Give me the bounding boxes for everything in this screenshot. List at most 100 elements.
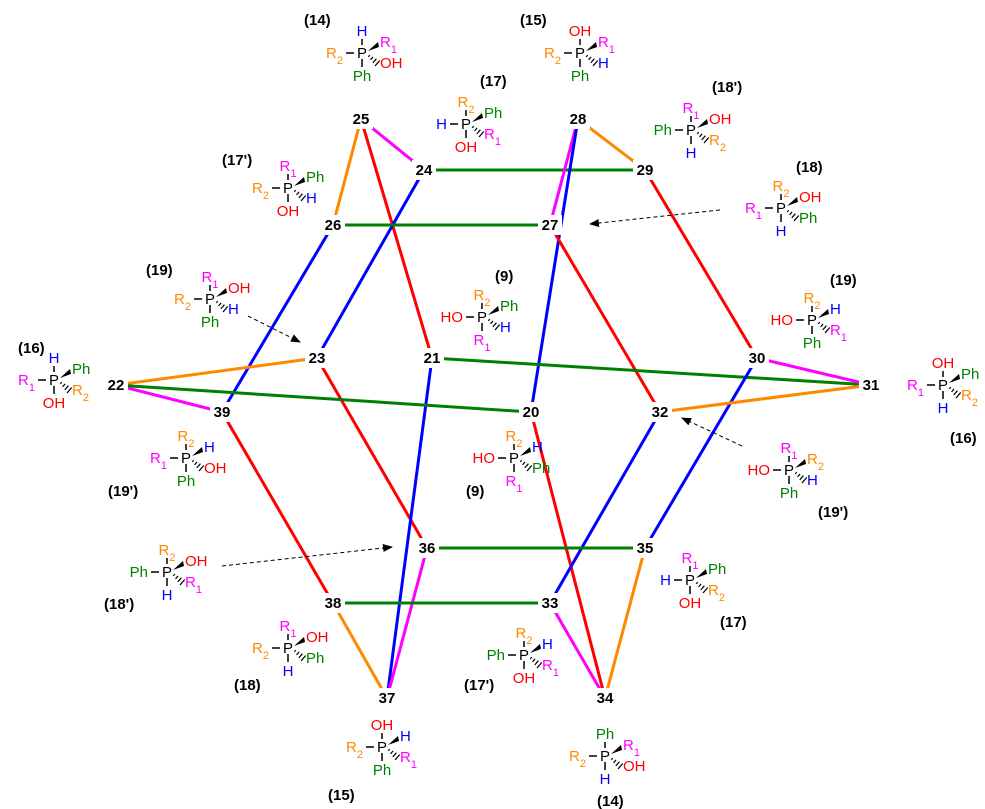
substituent-r1: R1 [683, 100, 700, 122]
substituent-text: R [326, 45, 337, 62]
substituent-oh: OH [623, 758, 646, 775]
edge-28-27 [548, 117, 580, 227]
dashed-arrow-to-36 [221, 544, 393, 567]
substituent-r2: R2 [346, 739, 363, 761]
hash-bond-stroke [702, 587, 709, 594]
node-label: 39 [214, 404, 231, 421]
substituent-text: R [807, 451, 818, 468]
substituent-subscript: 2 [83, 392, 89, 404]
hash-bond-stroke [487, 318, 491, 322]
substituent-text: R [174, 291, 185, 308]
node-39: 39 [210, 402, 234, 422]
substituent-ph: Ph [373, 762, 391, 779]
node-35: 35 [633, 538, 657, 558]
substituent-oh: OH [277, 203, 300, 220]
substituent-text: R [745, 200, 756, 217]
substituent-subscript: 2 [516, 438, 522, 450]
substituent-subscript: 2 [169, 552, 175, 564]
node-label: 28 [570, 111, 587, 128]
substituent-subscript: 1 [692, 560, 698, 572]
substituent-h: H [938, 400, 949, 417]
substituent-subscript: 1 [791, 450, 797, 462]
edge-29-30 [643, 168, 759, 360]
substituent-ph: Ph [803, 335, 821, 352]
edge-20-34 [529, 410, 607, 700]
substituent-r1: R1 [150, 450, 167, 472]
substituent-r2: R2 [252, 180, 269, 202]
edge-33-34 [548, 601, 607, 700]
hash-bond-stroke [296, 191, 300, 196]
substituent-r2: R2 [326, 45, 343, 67]
node-29: 29 [633, 160, 657, 180]
substituent-r2: R2 [709, 132, 726, 154]
hash-bond-stroke [820, 323, 824, 328]
wedge-bond [949, 374, 960, 383]
substituent-r1: R1 [484, 126, 501, 148]
edge-39-38 [220, 410, 335, 605]
substituent-subscript: 1 [290, 628, 296, 640]
hash-bond-stroke [474, 127, 478, 132]
substituent-r2: R2 [773, 178, 790, 200]
compound-label: (17) [720, 614, 747, 631]
wedge-bond [488, 306, 499, 315]
hash-bond-stroke [613, 759, 617, 764]
substituent-h: H [162, 587, 173, 604]
substituent-r2: R2 [458, 94, 475, 116]
hash-bond-stroke [476, 129, 481, 135]
compound-label: (18') [712, 79, 742, 96]
substituent-subscript: 1 [484, 342, 490, 354]
node-26: 26 [321, 215, 345, 235]
edge-30-31 [755, 356, 873, 387]
hash-bond-stroke [615, 761, 620, 767]
node-33: 33 [538, 593, 562, 613]
substituent-r2: R2 [569, 748, 586, 770]
edge-21-37 [385, 356, 434, 700]
substituent-r1: R1 [202, 269, 219, 291]
hash-bond-stroke [372, 58, 377, 64]
node-label: 33 [542, 595, 559, 612]
substituent-ho: HO [441, 309, 464, 326]
hash-bond-stroke [293, 189, 297, 193]
substituent-ph: Ph [961, 366, 979, 383]
substituent-r1: R1 [598, 34, 615, 56]
substituent-ph: Ph [130, 564, 148, 581]
substituent-r2: R2 [807, 451, 824, 473]
edge-22-20 [114, 383, 533, 414]
substituent-h: H [306, 190, 317, 207]
phosphorus-atom: P [519, 647, 529, 664]
hash-bond-stroke [59, 381, 63, 385]
node-backdrop [593, 688, 617, 708]
node-label: 29 [637, 162, 654, 179]
edge-25-26 [331, 117, 363, 227]
node-21: 21 [420, 348, 444, 368]
substituent-r2: R2 [804, 290, 821, 312]
phosphorus-atom: P [686, 122, 696, 139]
substituent-text: R [150, 450, 161, 467]
hash-bond-stroke [494, 324, 501, 331]
node-label: 26 [325, 217, 342, 234]
node-backdrop [633, 160, 657, 180]
substituent-r1: R1 [506, 473, 523, 495]
node-backdrop [566, 109, 590, 129]
compound-label: (19) [830, 272, 857, 289]
substituent-subscript: 2 [814, 300, 820, 312]
hash-bond-stroke [955, 392, 962, 399]
phosphorus-atom: P [357, 45, 367, 62]
phosphorus-atom: P [776, 200, 786, 217]
hash-bond-stroke [177, 577, 182, 583]
substituent-text: R [804, 290, 815, 307]
substituent-r1: R1 [623, 737, 640, 759]
edge-27-32 [548, 223, 662, 414]
node-label: 36 [419, 540, 436, 557]
edge-38-37 [331, 601, 389, 700]
hash-bond-stroke [370, 56, 374, 61]
substituent-subscript: 1 [516, 483, 522, 495]
hash-bond-stroke [536, 662, 543, 669]
substituent-r1: R1 [830, 322, 847, 344]
dashed-arrow-to-27 [589, 209, 721, 228]
